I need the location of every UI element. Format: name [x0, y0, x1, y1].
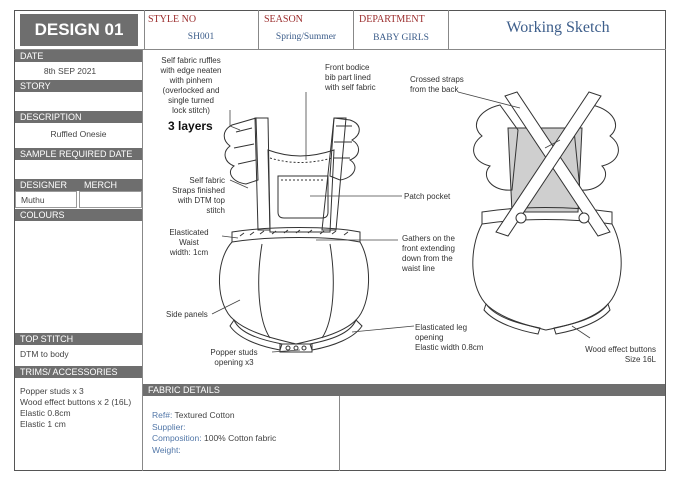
- story-label: STORY: [15, 80, 142, 92]
- department-label: DEPARTMENT: [359, 14, 425, 25]
- designer-label: DESIGNER: [20, 180, 68, 190]
- sample-date-label: SAMPLE REQUIRED DATE: [15, 148, 142, 160]
- annotation-front-bodice: Front bodice bib part lined with self fa…: [325, 63, 376, 92]
- fabric-details: Ref#: Textured Cotton Supplier: Composit…: [152, 410, 276, 456]
- merch-label: MERCH: [84, 180, 117, 190]
- fabric-divider: [339, 396, 340, 471]
- style-no-value: SH001: [187, 32, 215, 42]
- fabric-ref-value: Textured Cotton: [174, 410, 235, 420]
- sidebar-divider: [142, 49, 143, 471]
- fabric-composition-label: Composition:: [152, 433, 202, 443]
- annotation-leg-opening: Elasticated leg opening Elastic width 0.…: [415, 323, 484, 352]
- style-no-label: STYLE NO: [148, 14, 197, 25]
- annotation-leaders: [211, 91, 591, 353]
- annotation-ruffles: Self fabric ruffles with edge neaten wit…: [160, 56, 222, 115]
- header-divider: [448, 10, 449, 50]
- fabric-weight-label: Weight:: [152, 444, 181, 455]
- annotation-elastic-waist: Elasticated Waist width: 1cm: [169, 228, 209, 257]
- description-value: Ruffled Onesie: [50, 129, 107, 139]
- annotation-crossed-straps: Crossed straps from the back: [410, 75, 464, 94]
- trim-item: Popper studs x 3: [20, 386, 84, 396]
- design-title-box: DESIGN 01: [20, 14, 138, 46]
- season-label: SEASON: [264, 14, 303, 25]
- designer-value: Muthu: [21, 195, 45, 205]
- trim-item: Wood effect buttons x 2 (16L): [20, 397, 132, 407]
- annotation-patch-pocket: Patch pocket: [404, 192, 451, 201]
- sheet-title: Working Sketch: [506, 19, 610, 36]
- annotation-gathers: Gathers on the front extending down from…: [402, 234, 455, 273]
- fabric-composition-value: 100% Cotton fabric: [203, 433, 277, 443]
- annotation-side-panels: Side panels: [166, 310, 208, 319]
- season-value: Spring/Summer: [275, 32, 337, 42]
- annotation-self-straps: Self fabric Straps finished with DTM top…: [172, 176, 225, 215]
- merch-cell: [79, 191, 142, 208]
- back-view-onesie: [472, 91, 622, 335]
- trims-label: TRIMS/ ACCESSORIES: [15, 366, 142, 378]
- colours-label: COLOURS: [15, 209, 142, 221]
- fabric-details-label: FABRIC DETAILS: [143, 384, 665, 396]
- header-divider: [258, 10, 259, 50]
- department-value: BABY GIRLS: [373, 33, 429, 43]
- design-title: DESIGN 01: [34, 20, 124, 39]
- fabric-ref-label: Ref#:: [152, 410, 173, 420]
- header-divider: [353, 10, 354, 50]
- header-bottom-rule: [14, 49, 666, 50]
- annotation-popper: Popper studs opening x3: [210, 348, 258, 367]
- top-stitch-label: TOP STITCH: [15, 333, 142, 345]
- annotation-layers: 3 layers: [168, 119, 213, 133]
- trims-list: Popper studs x 3 Wood effect buttons x 2…: [20, 386, 131, 430]
- sheet-frame: [14, 10, 666, 471]
- date-value: 8th SEP 2021: [43, 66, 97, 76]
- trim-item: Elastic 1 cm: [20, 419, 66, 429]
- trim-item: Elastic 0.8cm: [20, 408, 71, 418]
- top-stitch-value: DTM to body: [20, 349, 69, 359]
- header-divider: [144, 10, 145, 50]
- description-label: DESCRIPTION: [15, 111, 142, 123]
- designer-merch-bar: DESIGNER MERCH: [15, 179, 142, 191]
- date-label: DATE: [15, 50, 142, 62]
- annotation-wood-buttons: Wood effect buttons Size 16L: [585, 345, 656, 364]
- working-sketch-drawing: [211, 91, 622, 353]
- designer-cell: Muthu: [15, 191, 77, 208]
- fabric-supplier-label: Supplier:: [152, 421, 186, 432]
- front-view-onesie: [219, 117, 369, 353]
